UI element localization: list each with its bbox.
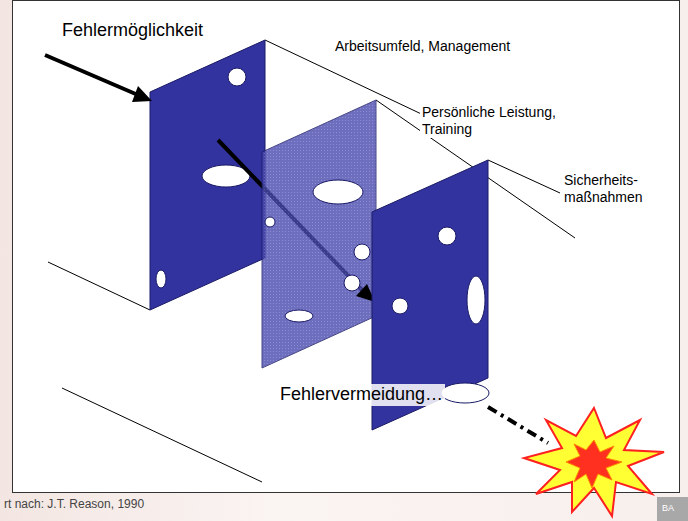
layer-label: Persönliche Leistung, Training bbox=[420, 104, 564, 138]
badge-text: BA bbox=[660, 503, 676, 514]
source-note: rt nach: J.T. Reason, 1990 bbox=[2, 497, 146, 511]
failure-path bbox=[488, 407, 548, 443]
layer-label: Arbeitsumfeld, Management bbox=[333, 38, 512, 55]
badge bbox=[657, 497, 688, 521]
frame bbox=[13, 1, 680, 493]
source-label: Fehlermöglichkeit bbox=[60, 20, 205, 42]
explosion-symbol bbox=[524, 408, 664, 516]
layer-label: Sicherheits- maßnahmen bbox=[562, 172, 656, 206]
barrier-slice bbox=[150, 40, 265, 310]
rail-lines bbox=[48, 40, 575, 482]
barrier-slice bbox=[262, 100, 376, 368]
outcome-label: Fehlervermeidung… bbox=[278, 384, 445, 406]
